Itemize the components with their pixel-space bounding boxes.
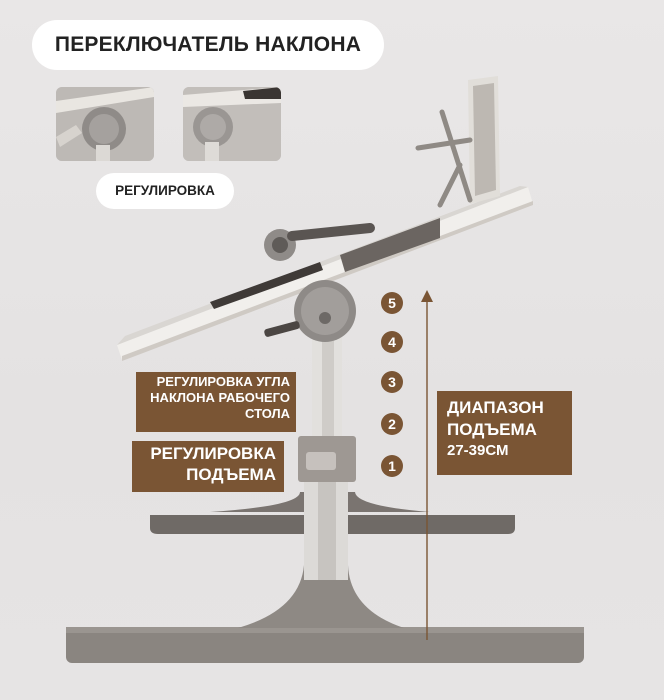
tablet-device xyxy=(210,262,323,309)
lift-adjust-line-2: ПОДЪЕМА xyxy=(186,464,276,484)
subtitle-pill: РЕГУЛИРОВКА xyxy=(96,173,234,209)
side-lever xyxy=(264,321,300,337)
thumbnail-2 xyxy=(183,87,281,161)
headphones-band xyxy=(287,223,375,241)
tilt-adjust-label: РЕГУЛИРОВКА УГЛА НАКЛОНА РАБОЧЕГО СТОЛА xyxy=(136,372,296,432)
headphones-cup xyxy=(272,237,288,253)
lift-range-label: ДИАПАЗОН ПОДЪЕМА 27-39СМ xyxy=(437,391,572,475)
lift-range-line-2: ПОДЪЕМА xyxy=(447,420,537,440)
height-step-2: 2 xyxy=(381,413,403,435)
tilt-knob-closeup-icon xyxy=(56,87,154,161)
base-foot xyxy=(66,627,584,663)
height-step-5: 5 xyxy=(381,292,403,314)
tilt-knob-closeup-icon xyxy=(183,87,281,161)
height-step-3: 3 xyxy=(381,371,403,393)
page-title: ПЕРЕКЛЮЧАТЕЛЬ НАКЛОНА xyxy=(32,20,384,70)
tilt-adjust-line-1: РЕГУЛИРОВКА УГЛА xyxy=(156,374,290,389)
drawer xyxy=(340,218,440,272)
lower-column-inner xyxy=(318,470,336,580)
lift-adjust-label: РЕГУЛИРОВКА ПОДЪЕМА xyxy=(132,441,284,492)
tilt-knob-inner xyxy=(301,287,349,335)
tilt-knob-screw xyxy=(319,312,331,324)
tilt-adjust-line-3: СТОЛА xyxy=(245,405,290,421)
base-neck xyxy=(238,565,404,628)
tilt-adjust-line-2: НАКЛОНА РАБОЧЕГО xyxy=(150,389,290,405)
book-stand-page xyxy=(473,83,496,196)
book-stand-arms xyxy=(415,109,473,208)
upper-column-inner xyxy=(322,330,334,442)
base-foot-top xyxy=(66,627,584,633)
thumbnail-1 xyxy=(56,87,154,161)
height-step-4: 4 xyxy=(381,331,403,353)
lift-adjuster-button xyxy=(306,452,336,470)
lift-range-value: 27-39СМ xyxy=(447,442,509,460)
height-arrow-head xyxy=(421,290,433,302)
height-step-1: 1 xyxy=(381,455,403,477)
lift-range-line-1: ДИАПАЗОН xyxy=(447,398,544,417)
lift-adjust-line-1: РЕГУЛИРОВКА xyxy=(150,444,276,463)
